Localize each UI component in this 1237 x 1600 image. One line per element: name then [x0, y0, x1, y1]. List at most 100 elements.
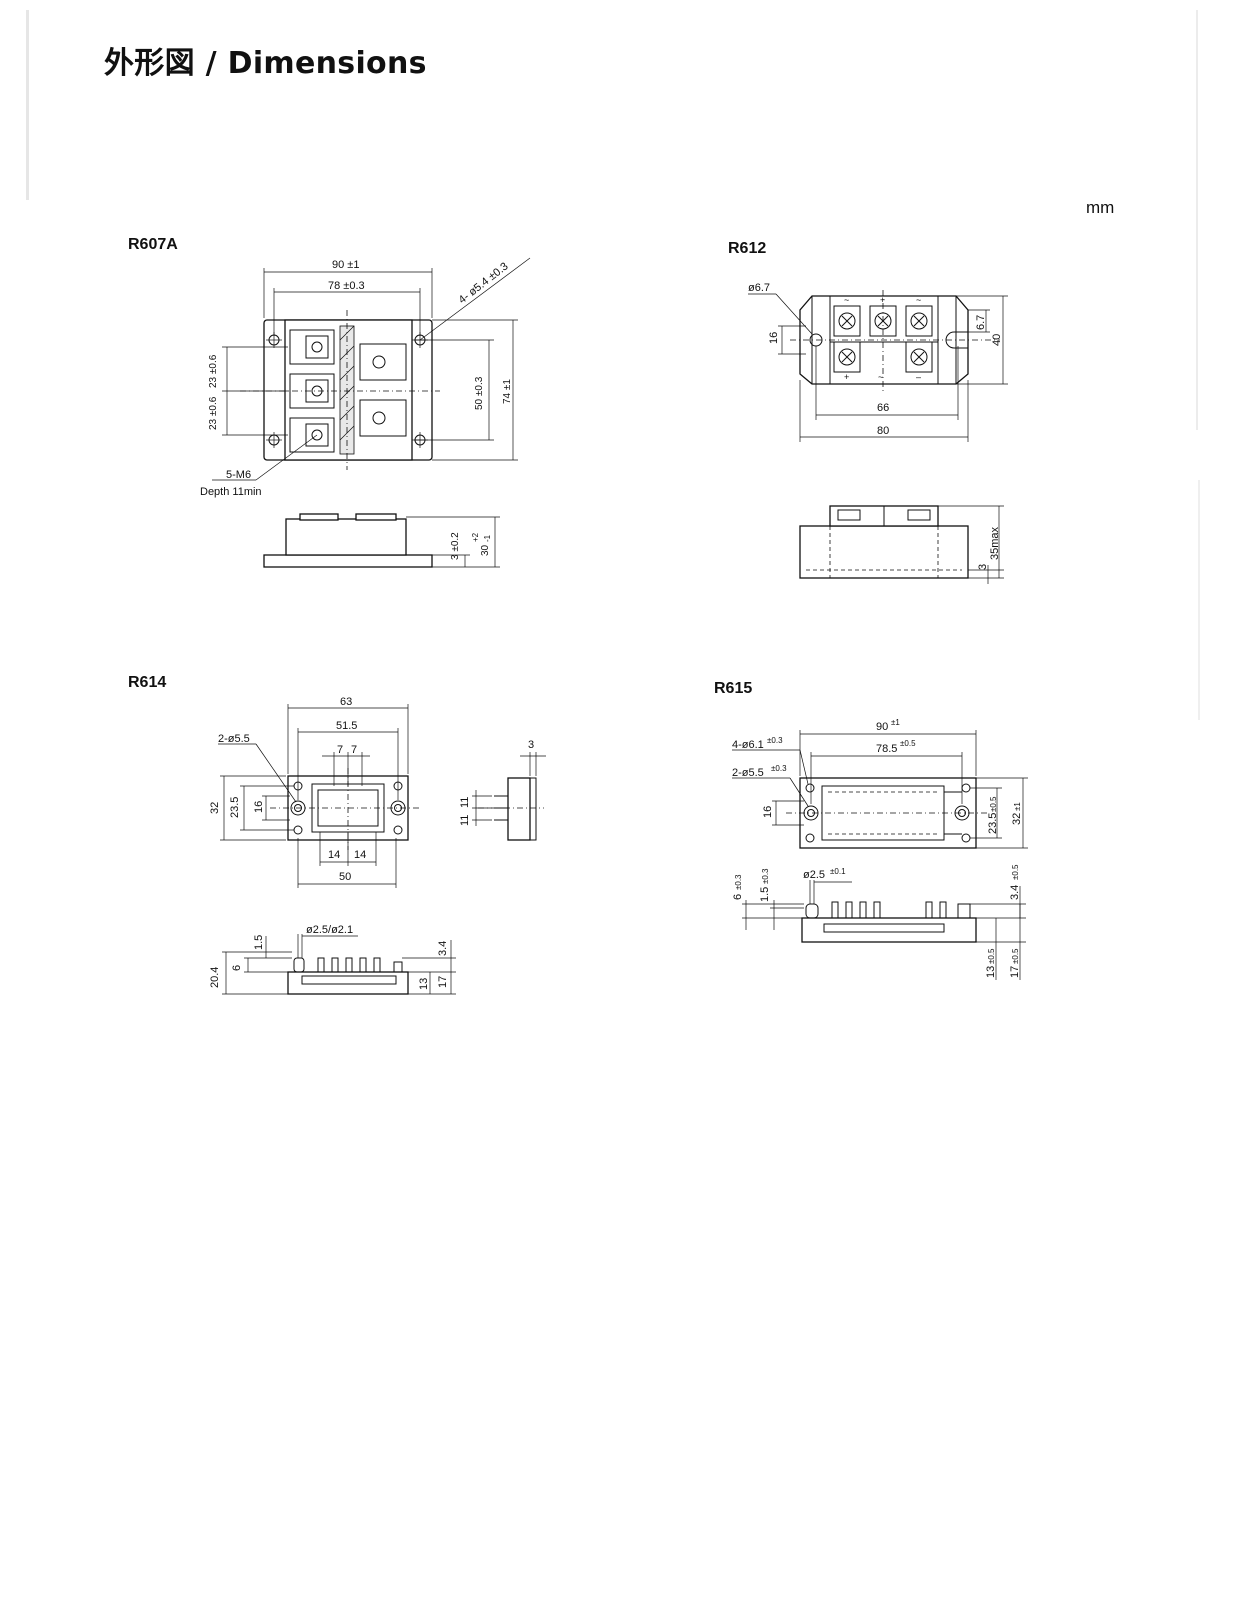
r615-dim-1-5-tol: ±0.3 — [761, 868, 770, 884]
r612-dim-16: 16 — [768, 332, 780, 344]
package-label-r607a: R607A — [128, 236, 178, 253]
r607a-dim-pitch-top: 23 ±0.6 — [208, 354, 219, 388]
r615-dim-17-tol: ±0.5 — [1011, 948, 1020, 964]
r607a-dim-90: 90 ±1 — [332, 259, 359, 271]
r612-dim-3: 3 — [977, 564, 989, 570]
r615-dim-holes-b-tol: ±0.3 — [771, 764, 787, 773]
r607a-dim-holes: 4- ø5.4 ±0.3 — [456, 260, 510, 306]
r615-dim-pin-dia: ø2.5 — [803, 869, 825, 881]
r607a-terminal-5 — [359, 399, 407, 437]
r614-side-view: ø2.5/ø2.1 20.4 6 1.5 3.4 13 17 — [209, 924, 456, 995]
r614-pin-1 — [293, 957, 305, 973]
r607a-top-view: 90 ±1 78 ±0.3 4- ø5.4 ±0.3 23 ±0.6 23 ±0… — [200, 257, 531, 498]
r615-dim-32-tol: ±1 — [1013, 802, 1022, 811]
r614-dim-holes: 2-ø5.5 — [218, 733, 250, 745]
r612-mark-1: ~ — [844, 295, 849, 305]
r615-dim-6-tol: ±0.3 — [734, 874, 743, 890]
r612-dim-6-7: 6.7 — [975, 315, 987, 330]
r615-dim-16: 16 — [762, 806, 774, 818]
r612-mark-6: – — [916, 372, 921, 382]
page-title: 外形図 / Dimensions — [104, 46, 427, 81]
r612-mark-5: + — [844, 372, 849, 382]
r607a-dim-30-lower: -1 — [483, 534, 492, 542]
r615-top-view: 90 ±1 78.5 ±0.5 4-ø6.1 ±0.3 2-ø5.5 ±0.3 … — [732, 718, 1028, 849]
r615-dim-pin-dia-tol: ±0.1 — [830, 867, 846, 876]
r614-end-body — [507, 777, 531, 841]
r607a-dim-pitch-bottom: 23 ±0.6 — [208, 396, 219, 430]
scan-edge-left — [26, 10, 29, 200]
r615-dim-1-5: 1.5 — [759, 887, 771, 902]
r607a-dim-78: 78 ±0.3 — [328, 280, 365, 292]
r607a-side-terminal-2 — [355, 513, 397, 521]
r612-side-body — [799, 525, 969, 579]
r614-dim-7a: 7 — [337, 744, 343, 756]
r614-dim-3-4: 3.4 — [437, 941, 449, 956]
r615-dim-holes-a: 4-ø6.1 — [732, 739, 764, 751]
package-label-r615: R615 — [714, 680, 753, 697]
r615-dim-23-5-tol: ±0.5 — [989, 796, 998, 812]
r607a-screw: 5-M6 — [226, 469, 251, 481]
r614-dim-3: 3 — [528, 739, 534, 751]
r615-dim-13-tol: ±0.5 — [987, 948, 996, 964]
r614-dim-63: 63 — [340, 696, 352, 708]
r607a-dim-30: 30 — [480, 544, 491, 556]
scan-edge-right — [1196, 10, 1198, 430]
r615-dim-13: 13 — [985, 966, 997, 978]
r614-dim-11b: 11 — [459, 815, 471, 826]
r612-dim-35max: 35max — [989, 526, 1001, 560]
r614-side-body — [287, 971, 409, 995]
r615-dim-78-5-tol: ±0.5 — [900, 739, 916, 748]
r614-dim-16: 16 — [253, 801, 265, 813]
r615-side-view: ø2.5 ±0.1 6 ±0.3 1.5 ±0.3 3.4 ±0.5 13 ±0… — [732, 864, 1026, 980]
r612-dim-66: 66 — [877, 402, 889, 414]
r614-dim-14a: 14 — [328, 849, 340, 861]
r612-dim-80: 80 — [877, 425, 889, 437]
r614-dim-17: 17 — [437, 976, 449, 988]
r615-dim-3-4: 3.4 — [1009, 885, 1021, 900]
r615-dim-holes-b: 2-ø5.5 — [732, 767, 764, 779]
unit-label: mm — [1086, 198, 1115, 217]
package-label-r614: R614 — [128, 674, 167, 691]
package-label-r612: R612 — [728, 240, 767, 257]
r614-dim-14b: 14 — [354, 849, 366, 861]
r607a-side-case — [285, 518, 407, 556]
r615-dim-78-5: 78.5 — [876, 743, 897, 755]
r614-dim-7b: 7 — [351, 744, 357, 756]
r615-dim-holes-a-tol: ±0.3 — [767, 736, 783, 745]
r614-dim-51-5: 51.5 — [336, 720, 357, 732]
r614-dim-11a: 11 — [459, 797, 471, 808]
r607a-side-base — [263, 554, 433, 568]
r614-end-view: 3 11 11 — [459, 739, 546, 841]
r612-terminal-4 — [833, 341, 861, 373]
r607a-dim-base: 3 ±0.2 — [450, 532, 461, 560]
r614-dim-32: 32 — [209, 802, 221, 814]
r615-dim-32: 32 — [1011, 813, 1023, 825]
r614-dim-13: 13 — [418, 978, 430, 990]
r612-dim-40: 40 — [991, 334, 1003, 346]
r614-dim-20-4: 20.4 — [209, 967, 221, 988]
r607a-dim-74: 74 ±1 — [502, 379, 513, 404]
r607a-dim-50: 50 ±0.3 — [474, 376, 485, 410]
r615-dim-23-5: 23.5 — [987, 813, 999, 834]
r615-dim-3-4-tol: ±0.5 — [1011, 864, 1020, 880]
r612-terminal-1 — [833, 305, 861, 337]
r615-dim-90-tol: ±1 — [891, 718, 900, 727]
r607a-dim-30-upper: +2 — [471, 532, 480, 542]
r607a-terminal-4 — [359, 343, 407, 381]
r615-side-body — [801, 917, 977, 943]
r607a-terminal-1 — [289, 329, 335, 365]
r614-dim-pin-dia: ø2.5/ø2.1 — [306, 924, 353, 936]
r607a-side-terminal-1 — [299, 513, 339, 521]
r607a-side-view: 3 ±0.2 30 +2 -1 — [263, 513, 500, 568]
r612-terminal-3 — [905, 305, 933, 337]
r615-pin-1 — [805, 903, 819, 919]
r612-top-view: ~ + ~ ~ + – ø6.7 16 6.7 40 66 — [748, 282, 1008, 442]
r615-dim-6: 6 — [732, 894, 744, 900]
r607a-terminal-3 — [289, 417, 335, 453]
r612-side-view: 35max 3 — [799, 505, 1004, 584]
r614-top-view: 63 51.5 7 7 2-ø5.5 32 23.5 16 14 1 — [209, 696, 420, 888]
scan-edge-right-lower — [1198, 480, 1200, 720]
r614-dim-23-5: 23.5 — [229, 797, 241, 818]
r612-mark-3: ~ — [916, 295, 921, 305]
